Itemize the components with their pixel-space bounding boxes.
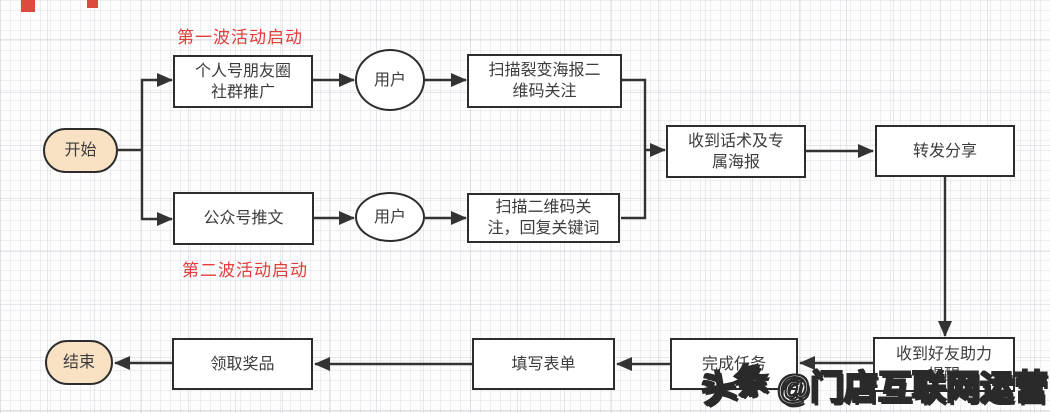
node-user-bottom-label: 用户 [373, 208, 406, 226]
toutiao-watermark-prefix: 头条 [697, 358, 773, 411]
node-claim-prize: 领取奖品 [172, 338, 313, 390]
node-official-account-article: 公众号推文 [173, 192, 314, 245]
node-personal-moments-promo-label: 个人号朋友圈社群推广 [194, 62, 291, 101]
node-complete-task: 完成任务 [670, 338, 798, 390]
label-wave1: 第一波活动启动 [177, 28, 303, 47]
node-start-label: 开始 [64, 142, 97, 159]
node-scan-qr-keyword: 扫描二维码关注，回复关键词 [467, 193, 620, 243]
edge-trunk-to-promo [140, 73, 173, 150]
node-scan-qr-keyword-label: 扫描二维码关注，回复关键词 [487, 199, 600, 237]
node-scan-fission-poster: 扫描裂变海报二维码关注 [467, 54, 622, 108]
node-end: 结束 [45, 340, 113, 385]
red-marker-icon [87, 0, 98, 8]
node-user-top-label: 用户 [373, 71, 406, 89]
node-scan-fission-poster-label: 扫描裂变海报二维码关注 [488, 62, 601, 100]
toutiao-watermark: 头条@门店互联网运营 [697, 358, 1049, 411]
edge-trunk-to-tweet [140, 150, 173, 226]
node-fill-form: 填写表单 [472, 338, 615, 390]
node-fill-form-label: 填写表单 [511, 355, 576, 373]
node-start: 开始 [43, 128, 118, 173]
node-user-top: 用户 [355, 49, 425, 111]
node-receive-script-poster: 收到话术及专属海报 [666, 125, 806, 178]
node-friend-assist-notice-label: 收到好友助力提醒 [895, 345, 992, 384]
node-official-account-article-label: 公众号推文 [203, 210, 284, 227]
label-wave2: 第二波活动启动 [182, 261, 308, 280]
node-end-label: 结束 [62, 354, 95, 371]
node-personal-moments-promo: 个人号朋友圈社群推广 [173, 55, 313, 108]
node-friend-assist-notice: 收到好友助力提醒 [873, 337, 1015, 392]
node-receive-script-poster-label: 收到话术及专属海报 [687, 132, 784, 171]
node-claim-prize-label: 领取奖品 [210, 355, 275, 373]
edge-merge-trunk [621, 78, 647, 220]
node-forward-share: 转发分享 [875, 125, 1015, 177]
node-complete-task-label: 完成任务 [701, 355, 766, 373]
node-forward-share-label: 转发分享 [912, 142, 977, 160]
toutiao-watermark-handle: @门店互联网运营 [776, 368, 1049, 408]
red-marker-icon [21, 0, 35, 12]
node-user-bottom: 用户 [355, 192, 425, 242]
